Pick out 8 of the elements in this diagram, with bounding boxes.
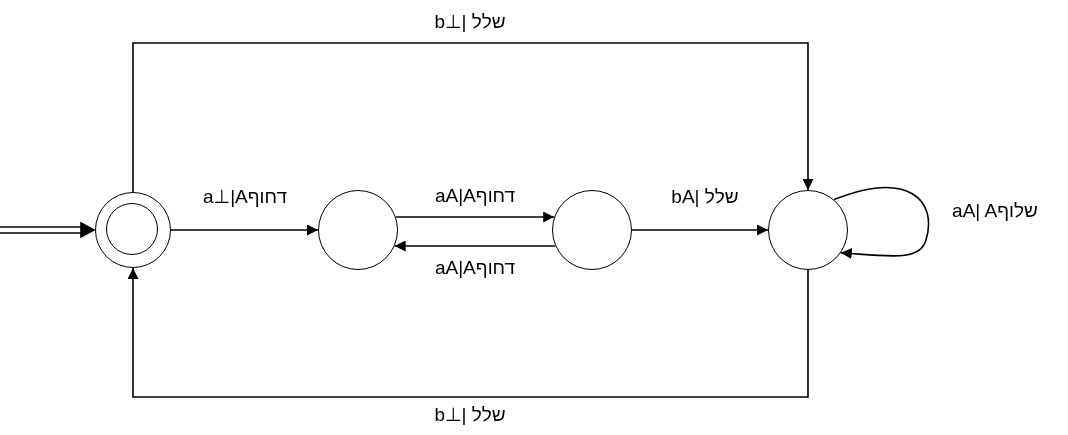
arrow <box>127 267 809 398</box>
arrow <box>395 211 555 223</box>
arrow <box>170 224 319 236</box>
arrow <box>393 240 557 252</box>
arrow <box>833 187 930 260</box>
arrow <box>132 42 814 193</box>
arrow <box>631 224 769 236</box>
arrow <box>0 222 96 238</box>
